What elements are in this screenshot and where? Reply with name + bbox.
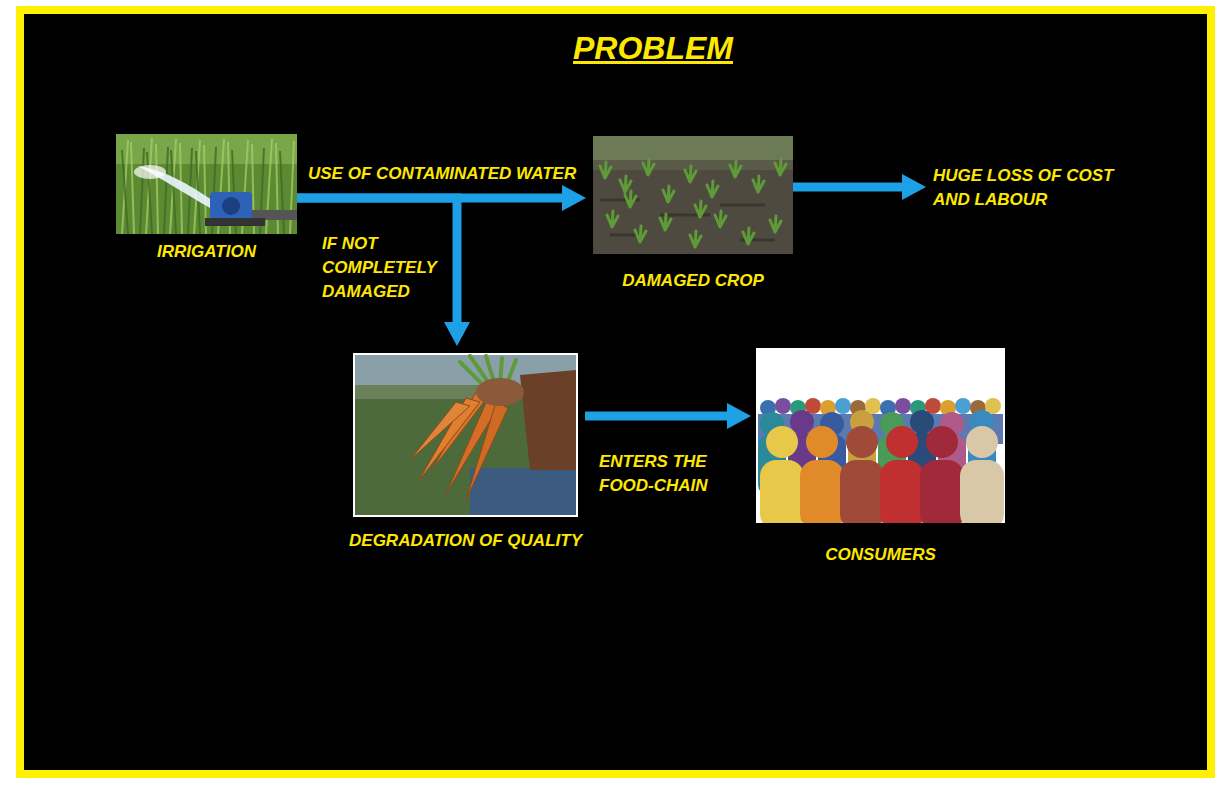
crowd-back-row-part <box>955 398 971 414</box>
crowd-front-row-part <box>766 426 798 458</box>
damaged-crop-photo-part <box>593 136 793 160</box>
irrigation-photo-part <box>222 197 240 215</box>
crowd-back-row-part <box>835 398 851 414</box>
irrigation-photo-part <box>210 192 252 220</box>
image-frame <box>116 134 297 234</box>
image-caption: IRRIGATION <box>157 240 256 264</box>
photo-node: DAMAGED CROP <box>593 136 793 293</box>
carrot-photo-part <box>520 370 576 470</box>
damaged-crop-photo <box>593 136 793 254</box>
carrot-photo-part <box>470 468 576 515</box>
irrigation-photo <box>116 134 297 234</box>
crowd-front-row-part <box>966 426 998 458</box>
diagram-title: PROBLEM <box>453 28 853 68</box>
irrigation-photo-part <box>116 134 297 234</box>
edge-label: ENTERS THE FOOD-CHAIN <box>599 450 734 498</box>
carrot-photo-part <box>410 402 470 460</box>
crowd-front-row-part <box>760 460 804 523</box>
edge-label: USE OF CONTAMINATED WATER <box>308 162 576 186</box>
carrot-photo-part <box>355 355 576 515</box>
crowd-front-row-part <box>840 460 884 523</box>
photo-node: CONSUMERS <box>756 348 1005 567</box>
damaged-crop-photo-part <box>600 159 786 247</box>
slide-panel-part <box>20 10 1211 774</box>
damaged-crop-photo-part <box>593 160 793 170</box>
flow-arrow <box>297 198 457 323</box>
damaged-crop-photo-part <box>593 136 793 254</box>
photo-node: IRRIGATION <box>116 134 297 264</box>
edge-label: IF NOT COMPLETELY DAMAGED <box>322 232 446 304</box>
crowd-front-row-part <box>800 460 844 523</box>
irrigation-photo-part <box>122 147 284 234</box>
crowd-front-row-part <box>806 426 838 458</box>
crowd-front-row-part <box>846 426 878 458</box>
crowd-front-row-part <box>920 460 964 523</box>
irrigation-photo-part <box>205 218 265 226</box>
image-caption: CONSUMERS <box>825 543 936 567</box>
flow-arrow <box>793 183 903 192</box>
image-frame <box>756 348 1005 523</box>
image-caption: DAMAGED CROP <box>622 269 764 293</box>
crowd-middle-row-part <box>790 410 814 434</box>
crowd-front-row <box>760 426 1004 523</box>
text-node: HUGE LOSS OF COST AND LABOUR <box>933 164 1133 212</box>
carrot-photo-part <box>476 378 524 406</box>
carrot-photo <box>353 353 578 517</box>
crowd-middle-row-part <box>910 410 934 434</box>
crowd-back-row-part <box>775 398 791 414</box>
image-caption: DEGRADATION OF QUALITY <box>349 529 582 553</box>
carrot-photo-part <box>466 402 508 500</box>
flow-arrow <box>585 412 728 421</box>
crowd-front-row-part <box>960 460 1004 523</box>
consumers-picture <box>756 348 1005 523</box>
photo-node: DEGRADATION OF QUALITY <box>346 353 585 553</box>
slide-panel <box>20 10 1211 774</box>
carrot-photo-part <box>353 353 578 517</box>
crowd-back-row-part <box>895 398 911 414</box>
crowd-front-row-part <box>886 426 918 458</box>
outcome-text: HUGE LOSS OF COST AND LABOUR <box>933 164 1133 212</box>
irrigation-photo-part <box>134 165 166 179</box>
crowd-front-row-part <box>926 426 958 458</box>
image-frame <box>346 353 585 517</box>
image-frame <box>593 136 793 254</box>
crowd-front-row-part <box>880 460 924 523</box>
